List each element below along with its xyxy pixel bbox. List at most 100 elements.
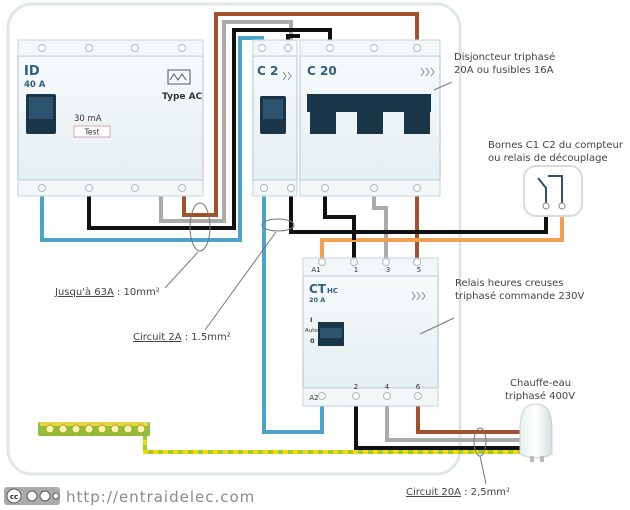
wire-blue-neutral <box>262 186 324 434</box>
annotation-circuit20-value: : 2,5mm² <box>461 487 510 498</box>
device-id <box>17 39 204 197</box>
device-c2-heat-icon <box>282 71 292 81</box>
wire-brown-out <box>416 396 522 434</box>
device-id-sensitivity: 30 mA <box>74 114 102 124</box>
annotation-circuit2-key: Circuit 2A <box>133 332 182 343</box>
terminal-label-4: 4 <box>385 383 390 391</box>
meter-terminal-c2 <box>558 202 566 210</box>
earth-screw <box>123 424 133 434</box>
device-c2-name: C 2 <box>257 64 278 78</box>
terminal-screw <box>370 184 378 192</box>
device-id-test-button[interactable] <box>73 125 111 138</box>
device-cthc-mark-on: I <box>310 316 312 324</box>
meter-contact-wire <box>548 175 563 204</box>
terminal-screw <box>352 392 360 400</box>
terminal-screw <box>413 184 421 192</box>
terminal-screw <box>131 184 139 192</box>
bundle-marker-circuit2 <box>261 218 295 232</box>
device-cthc-mark-off: 0 <box>310 337 315 345</box>
earth-screw <box>84 424 94 434</box>
device-id-bottom-rail <box>17 179 204 197</box>
annotation-relais-line-2: triphasé commande 230V <box>455 290 584 302</box>
annotation-relais-line-1: Relais heures creuses <box>455 278 563 289</box>
meter-contact-switch <box>537 177 547 204</box>
annotation-jusqua: Jusqu'à 63A : 10mm² <box>54 286 160 298</box>
wire-earth-yellow <box>143 430 522 454</box>
terminal-screw <box>258 44 266 52</box>
wire-black-control <box>352 204 548 240</box>
cc-badge-text: cc <box>10 493 18 501</box>
earth-screw <box>136 424 146 434</box>
feed-wires <box>262 186 564 434</box>
device-cthc-sub: HC <box>327 287 338 295</box>
device-c20-toggle-bar[interactable] <box>307 94 431 112</box>
annotation-jusqua-key: Jusqu'à 63A <box>54 286 114 298</box>
terminal-screw <box>350 258 358 266</box>
terminal-screw <box>383 392 391 400</box>
terminal-screw <box>178 184 186 192</box>
terminal-screw <box>260 184 268 192</box>
water-heater-pipe <box>540 456 544 462</box>
leader-disjoncteur <box>433 81 453 91</box>
device-cthc <box>302 257 439 407</box>
annotation-bornes-line-2: ou relais de découplage <box>488 152 608 164</box>
device-cthc-bottom-rail <box>302 387 439 407</box>
leader-circuit2 <box>204 231 277 331</box>
terminal-screw <box>284 44 292 52</box>
annotation-circuit2-value: : 1.5mm² <box>182 332 231 343</box>
device-id-top-rail <box>17 39 204 57</box>
earth-bar-stripe <box>40 422 148 426</box>
terminal-screw <box>382 258 390 266</box>
annotation-disjoncteur-line-2: 20A ou fusibles 16A <box>454 65 554 76</box>
device-c2-top-rail <box>252 39 298 57</box>
terminal-label-1: 1 <box>354 266 358 274</box>
terminal-screw <box>413 44 421 52</box>
device-c20 <box>299 39 441 197</box>
annotation-disjoncteur-line-1: Disjoncteur triphasé <box>454 51 555 63</box>
device-id-toggle-face <box>29 97 53 119</box>
device-id-rating: 40 A <box>24 80 46 90</box>
footer-url[interactable]: http://entraidelec.com <box>66 488 255 506</box>
leader-circuit20 <box>479 455 487 485</box>
water-heater <box>519 403 553 462</box>
device-id-schematic-lines <box>169 73 187 81</box>
wire-grey-supply <box>159 20 293 223</box>
earth-screw <box>110 424 120 434</box>
leader-lines <box>164 81 487 485</box>
wire-black-supply <box>87 28 332 230</box>
meter-contact-body <box>523 165 583 217</box>
device-cthc-heat-icon <box>411 291 426 301</box>
cc-badge-circle <box>6 488 22 504</box>
device-cthc-rating: 20 A <box>309 296 325 304</box>
annotation-chauffe-eau-line-2: triphasé 400V <box>505 390 575 402</box>
device-id-schematic-icon <box>167 69 191 85</box>
terminal-label-2: 2 <box>354 383 358 391</box>
terminal-screw <box>370 44 378 52</box>
annotation-jusqua-value: : 10mm² <box>114 287 160 298</box>
cc-license-badge: cc <box>4 487 60 505</box>
earth-screw <box>58 424 68 434</box>
device-cthc-name: CT <box>309 282 327 296</box>
terminal-screw <box>414 392 422 400</box>
terminal-label-6: 6 <box>416 383 421 391</box>
terminal-screw <box>38 184 46 192</box>
bundle-marker-supply <box>189 202 211 252</box>
device-cthc-top-rail <box>302 257 439 277</box>
earth-screw <box>45 424 55 434</box>
device-c20-heat-icon <box>420 67 435 77</box>
terminal-screw <box>287 184 295 192</box>
screw-terminals <box>38 44 422 400</box>
device-c20-pole-2 <box>357 112 383 134</box>
wire-grey-out <box>385 396 522 442</box>
terminal-screw <box>318 392 326 400</box>
annotation-circuit2: Circuit 2A : 1.5mm² <box>133 332 231 343</box>
water-heater-pipe <box>530 456 534 462</box>
terminal-screw <box>326 44 334 52</box>
annotation-bornes-line-1: Bornes C1 C2 du compteur <box>488 140 624 151</box>
device-cthc-selector-face <box>320 328 342 338</box>
terminal-screw <box>38 44 46 52</box>
meter-terminal-c1 <box>542 202 550 210</box>
device-id-name: ID <box>24 64 40 79</box>
leader-jusqua <box>164 251 199 289</box>
